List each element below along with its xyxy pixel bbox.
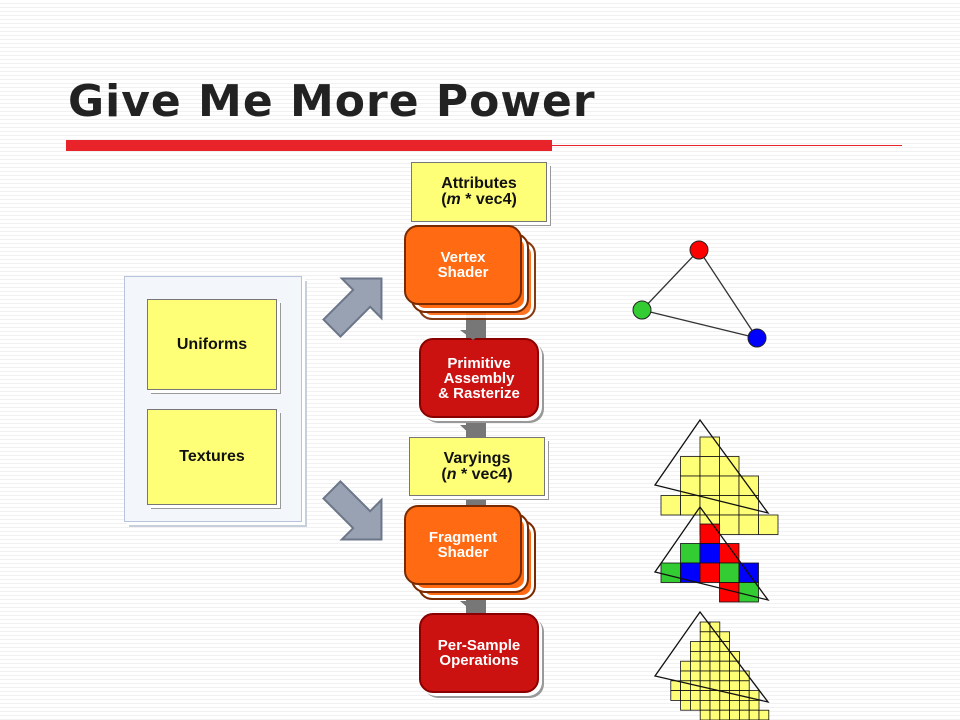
textures-label: Textures <box>179 448 245 465</box>
title-underline-bar <box>66 140 552 151</box>
multisample-triangle-icon <box>653 610 770 720</box>
vertex-shader-box: Vertex Shader <box>404 225 522 305</box>
primitive-assembly-line3: & Rasterize <box>438 384 520 402</box>
uniforms-to-vertex-arrow-icon <box>322 277 383 338</box>
primitive-assembly-box: Primitive Assembly & Rasterize <box>419 338 539 418</box>
vertex-shader-line2: Shader <box>437 264 489 281</box>
textures-box: Textures <box>147 409 277 505</box>
vertex-shader-line1: Vertex <box>440 249 486 266</box>
attributes-type: (m * vec4) <box>441 191 517 208</box>
slide-title: Give Me More Power <box>68 76 596 127</box>
attributes-box: Attributes (m * vec4) <box>411 162 547 222</box>
arrow-head <box>460 330 486 340</box>
shaded-fragments-triangle-icon <box>653 505 770 603</box>
varyings-label: Varyings <box>443 449 511 467</box>
fragment-shader-box: Fragment Shader <box>404 505 522 585</box>
primitive-assembly-line2: Assembly <box>443 369 515 387</box>
blue-vertex-icon <box>747 328 767 348</box>
per-sample-operations-box: Per-Sample Operations <box>419 613 539 693</box>
title-underline-line <box>552 145 902 146</box>
textures-to-fragment-arrow-icon <box>322 480 383 541</box>
fragment-shader-line1: Fragment <box>428 529 498 546</box>
varyings-box: Varyings (n * vec4) <box>409 437 545 496</box>
attributes-label: Attributes <box>441 175 517 192</box>
uniforms-label: Uniforms <box>176 335 248 353</box>
rasterized-triangle-icon <box>653 418 779 535</box>
red-vertex-icon <box>689 240 709 260</box>
arrow-head <box>460 425 486 437</box>
arrow-head <box>460 601 486 612</box>
varyings-type: (n * vec4) <box>441 465 513 483</box>
vertex-triangle-icon <box>632 240 767 348</box>
fragment-shader-line2: Shader <box>437 544 489 561</box>
primitive-assembly-line1: Primitive <box>447 354 511 372</box>
uniforms-box: Uniforms <box>147 299 277 390</box>
green-vertex-icon <box>632 300 652 320</box>
varyings-count-var: n <box>446 465 457 483</box>
per-sample-line1: Per-Sample <box>437 637 521 654</box>
per-sample-line2: Operations <box>439 652 519 669</box>
attributes-count-var: m <box>446 191 461 208</box>
